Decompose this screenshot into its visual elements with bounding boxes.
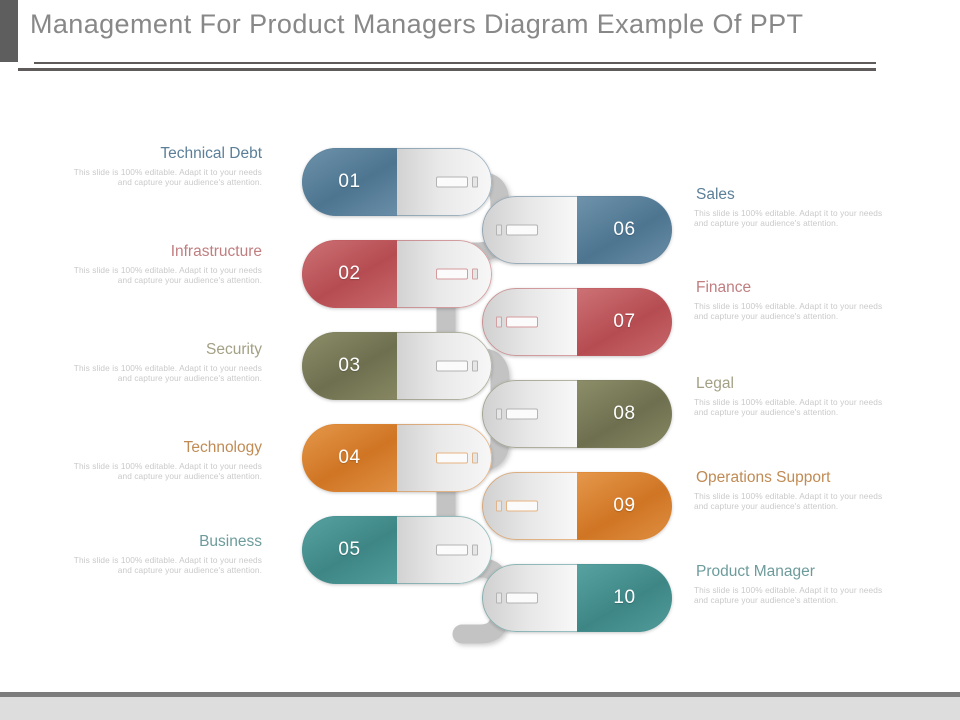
pill-09[interactable]: 09 [482, 472, 672, 540]
pill-10-number: 10 [613, 587, 636, 608]
pill-05-slot-half [397, 516, 492, 584]
pill-07-color-half: 07 [577, 288, 672, 356]
pill-05-color-half: 05 [302, 516, 397, 584]
footer-divider [0, 692, 960, 697]
pill-04-number: 04 [338, 447, 361, 468]
pill-05-number: 05 [338, 539, 361, 560]
pill-07[interactable]: 07 [482, 288, 672, 356]
pill-06-slot-half [482, 196, 577, 264]
pill-09-slot-icon [496, 500, 538, 512]
pill-07-slot-icon [496, 316, 538, 328]
pill-03-color-half: 03 [302, 332, 397, 400]
pill-09-color-half: 09 [577, 472, 672, 540]
label-title-legal: Legal [696, 375, 734, 392]
label-block-sales: Sales This slide is 100% editable. Adapt… [694, 185, 894, 229]
pill-06-slot-icon [496, 224, 538, 236]
pill-10-color-half: 10 [577, 564, 672, 632]
pill-05-slot-icon [436, 544, 478, 556]
label-title-product-manager: Product Manager [696, 563, 815, 580]
pill-01-number: 01 [338, 171, 361, 192]
pill-07-number: 07 [613, 311, 636, 332]
label-block-product-manager: Product Manager This slide is 100% edita… [694, 562, 894, 606]
label-desc-technical-debt: This slide is 100% editable. Adapt it to… [73, 167, 262, 188]
label-desc-operations-support: This slide is 100% editable. Adapt it to… [694, 491, 883, 512]
pill-10[interactable]: 10 [482, 564, 672, 632]
label-block-security: Security This slide is 100% editable. Ad… [62, 340, 262, 384]
pill-09-slot-half [482, 472, 577, 540]
label-block-finance: Finance This slide is 100% editable. Ada… [694, 278, 894, 322]
pill-03-slot-icon [436, 360, 478, 372]
page-title: Management For Product Managers Diagram … [30, 9, 804, 39]
pill-01[interactable]: 01 [302, 148, 492, 216]
pill-07-slot-half [482, 288, 577, 356]
label-title-technology: Technology [183, 439, 262, 456]
label-title-technical-debt: Technical Debt [160, 145, 262, 162]
label-block-technology: Technology This slide is 100% editable. … [62, 438, 262, 482]
pill-04[interactable]: 04 [302, 424, 492, 492]
label-desc-infrastructure: This slide is 100% editable. Adapt it to… [73, 265, 262, 286]
label-desc-product-manager: This slide is 100% editable. Adapt it to… [694, 585, 883, 606]
label-block-infrastructure: Infrastructure This slide is 100% editab… [62, 242, 262, 286]
diagram-stage: 01 02 03 04 [286, 140, 686, 650]
pill-03[interactable]: 03 [302, 332, 492, 400]
pill-08-color-half: 08 [577, 380, 672, 448]
label-desc-technology: This slide is 100% editable. Adapt it to… [73, 461, 262, 482]
slide-header: Management For Product Managers Diagram … [0, 0, 960, 62]
label-title-finance: Finance [696, 279, 752, 296]
label-desc-sales: This slide is 100% editable. Adapt it to… [694, 208, 883, 229]
pill-03-slot-half [397, 332, 492, 400]
pill-02-slot-icon [436, 268, 478, 280]
pill-01-slot-half [397, 148, 492, 216]
label-desc-finance: This slide is 100% editable. Adapt it to… [694, 301, 883, 322]
label-title-security: Security [206, 341, 262, 358]
pill-03-number: 03 [338, 355, 361, 376]
label-desc-security: This slide is 100% editable. Adapt it to… [73, 363, 262, 384]
label-block-business: Business This slide is 100% editable. Ad… [62, 532, 262, 576]
pill-08-number: 08 [613, 403, 636, 424]
pill-08-slot-half [482, 380, 577, 448]
pill-02-color-half: 02 [302, 240, 397, 308]
pill-06-color-half: 06 [577, 196, 672, 264]
label-block-operations-support: Operations Support This slide is 100% ed… [694, 468, 894, 512]
pill-01-slot-icon [436, 176, 478, 188]
pill-08[interactable]: 08 [482, 380, 672, 448]
pill-10-slot-half [482, 564, 577, 632]
label-title-infrastructure: Infrastructure [170, 243, 262, 260]
pill-08-slot-icon [496, 408, 538, 420]
header-accent-bar [0, 0, 18, 62]
pill-10-slot-icon [496, 592, 538, 604]
pill-06[interactable]: 06 [482, 196, 672, 264]
pill-02-number: 02 [338, 263, 361, 284]
header-divider-thin [34, 62, 876, 64]
pill-02-slot-half [397, 240, 492, 308]
pill-04-color-half: 04 [302, 424, 397, 492]
footer-band [0, 697, 960, 720]
label-desc-business: This slide is 100% editable. Adapt it to… [73, 555, 262, 576]
label-block-legal: Legal This slide is 100% editable. Adapt… [694, 374, 894, 418]
label-title-operations-support: Operations Support [696, 469, 831, 486]
pill-09-number: 09 [613, 495, 636, 516]
pill-04-slot-half [397, 424, 492, 492]
pill-06-number: 06 [613, 219, 636, 240]
label-title-business: Business [199, 533, 262, 550]
label-title-sales: Sales [696, 186, 735, 203]
label-desc-legal: This slide is 100% editable. Adapt it to… [694, 397, 883, 418]
header-divider-thick [18, 68, 876, 71]
pill-02[interactable]: 02 [302, 240, 492, 308]
pill-04-slot-icon [436, 452, 478, 464]
label-block-technical-debt: Technical Debt This slide is 100% editab… [62, 144, 262, 188]
pill-01-color-half: 01 [302, 148, 397, 216]
pill-05[interactable]: 05 [302, 516, 492, 584]
